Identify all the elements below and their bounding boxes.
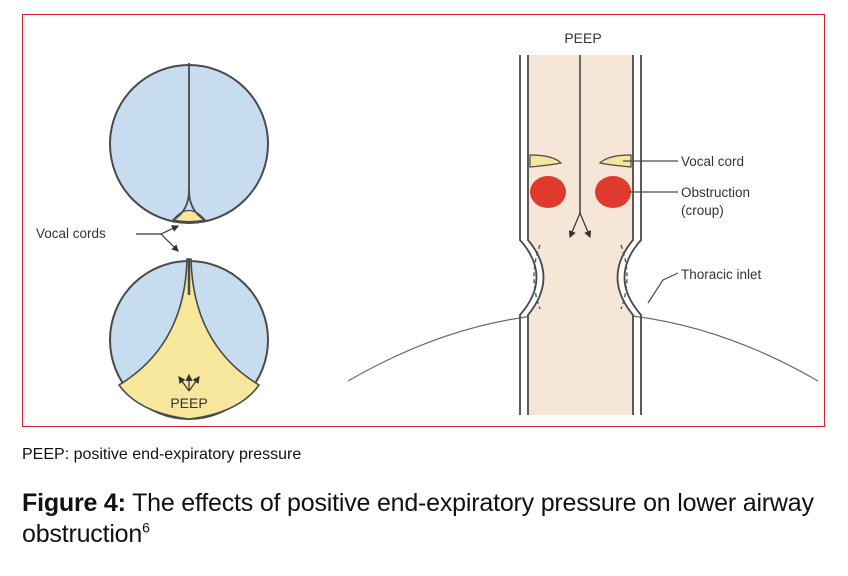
- airway-left-dashed-wall: [533, 244, 541, 310]
- upper-glottis-diagram: [109, 63, 269, 224]
- vocal-cord-label: Vocal cord: [681, 154, 744, 169]
- abbreviation-note: PEEP: positive end-expiratory pressure: [22, 446, 302, 463]
- caption-text: The effects of positive end-expiratory p…: [22, 489, 814, 548]
- vocal-cords-pointer-up: [136, 225, 180, 235]
- right-peep-label: PEEP: [564, 30, 601, 46]
- airway-left-inner-wall: [527, 55, 545, 415]
- obstruction-label: Obstruction: [681, 185, 750, 200]
- vocal-cords-label: Vocal cords: [36, 226, 106, 241]
- thoracic-inlet-label: Thoracic inlet: [681, 267, 762, 282]
- vocal-cords-pointer-down: [160, 233, 179, 252]
- right-vocal-cord-left: [529, 154, 563, 168]
- airway-right-dashed-wall: [620, 244, 628, 310]
- airway-fill: [528, 55, 633, 415]
- airway-right-inner-wall: [616, 55, 634, 415]
- airflow-arrow-right: [579, 212, 592, 239]
- thoracic-inlet-leader: [647, 272, 679, 304]
- airway-left-outer-wall: [519, 55, 538, 415]
- figure-number: Figure 4:: [22, 489, 126, 517]
- peep-arrow-left: [178, 376, 190, 392]
- airway-right-outer-wall: [623, 55, 642, 415]
- airway-tube: [519, 55, 642, 415]
- lower-fluid-region: [117, 258, 261, 420]
- left-peep-label: PEEP: [170, 395, 207, 411]
- airway-diagram: PEEP Vocal cords: [36, 30, 819, 420]
- peep-arrow-right: [188, 376, 200, 392]
- right-vocal-cord-right: [598, 154, 632, 168]
- upper-right-cord: [188, 189, 206, 221]
- lower-glottis-diagram: PEEP: [109, 258, 269, 420]
- obstruction-sub-label: (croup): [681, 203, 724, 218]
- figure-caption: Figure 4: The effects of positive end-ex…: [22, 488, 822, 550]
- airflow-arrow-left: [568, 212, 581, 239]
- figure-frame: PEEP Vocal cords: [22, 14, 825, 427]
- obstruction-left: [530, 176, 566, 208]
- obstruction-right: [595, 176, 631, 208]
- caption-reference: 6: [142, 519, 150, 536]
